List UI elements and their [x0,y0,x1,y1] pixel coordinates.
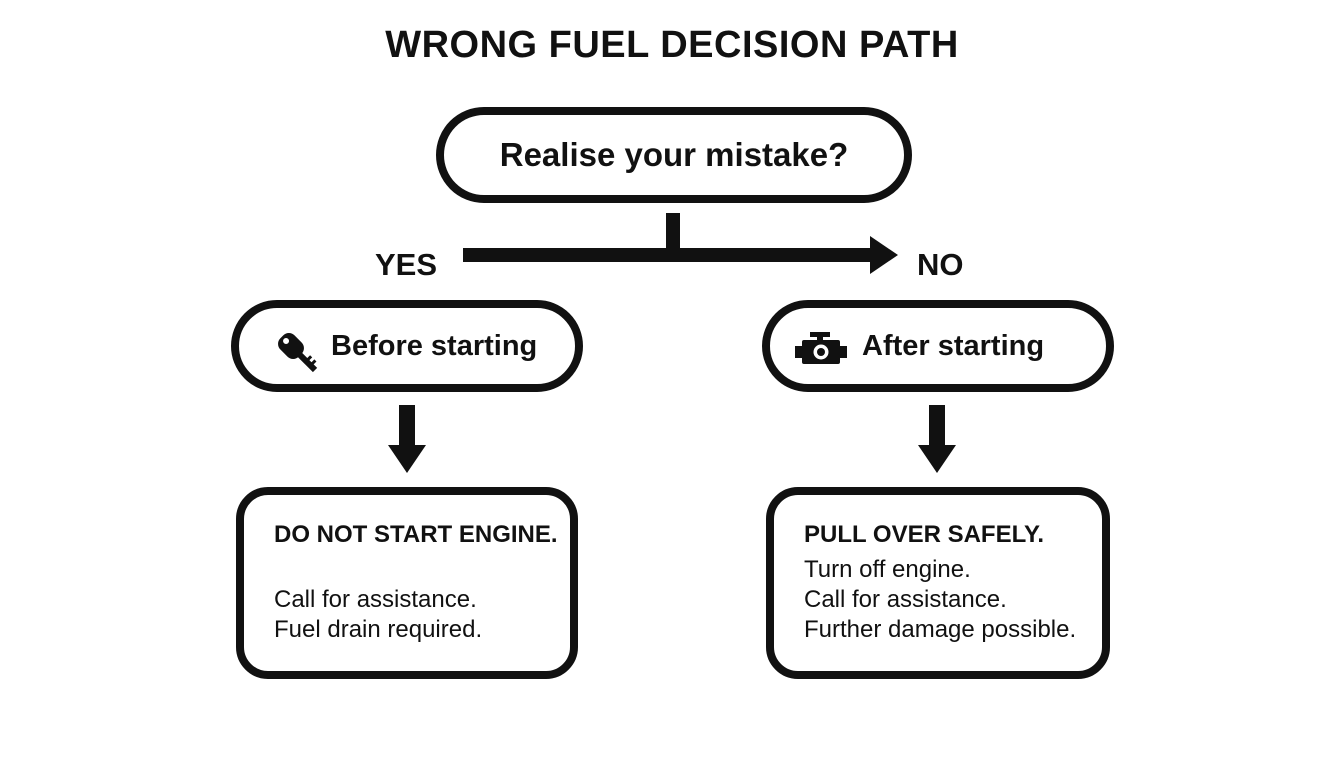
question-node: Realise your mistake? [436,107,912,203]
no-label: NO [917,247,964,282]
yes-action-line: Fuel drain required. [274,616,483,643]
no-down-shaft [929,405,945,449]
no-action-line: Call for assistance. [804,586,1007,613]
yes-action-line: Call for assistance. [274,586,477,613]
key-icon [261,316,321,376]
no-down-arrowhead [918,445,956,473]
engine-icon [792,316,852,376]
after-starting-node: After starting [762,300,1114,392]
branch-bar [463,248,875,262]
before-starting-node: Before starting [231,300,583,392]
yes-action-heading: DO NOT START ENGINE. [274,521,558,548]
question-text: Realise your mistake? [499,136,849,173]
diagram-title: WRONG FUEL DECISION PATH [385,24,959,66]
no-action-heading: PULL OVER SAFELY. [804,521,1045,548]
no-action-line: Turn off engine. [804,556,971,583]
stem-line [666,213,680,255]
yes-label: YES [375,247,438,282]
branch-arrowhead [870,236,898,274]
no-action-box: PULL OVER SAFELY. Turn off engine. Call … [766,487,1110,679]
yes-action-box: DO NOT START ENGINE. Call for assistance… [236,487,578,679]
after-starting-label: After starting [862,329,1045,362]
before-starting-label: Before starting [331,329,538,362]
yes-down-shaft [399,405,415,449]
yes-down-arrowhead [388,445,426,473]
no-action-line: Further damage possible. [804,616,1077,643]
